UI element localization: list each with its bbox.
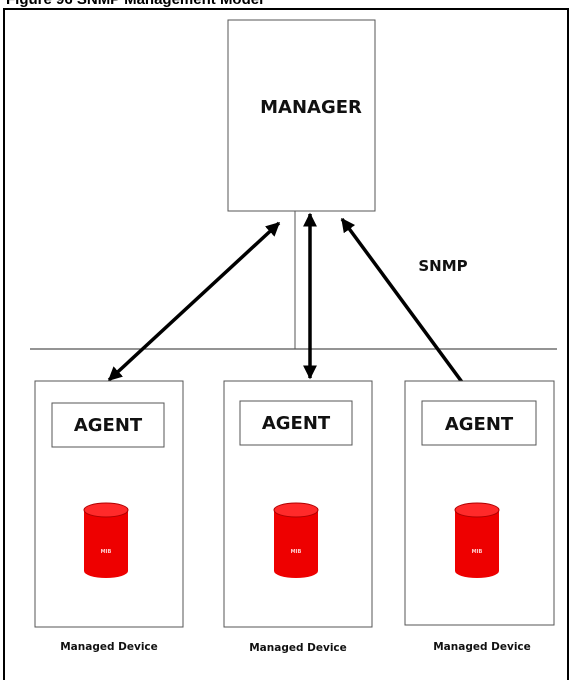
- agent-box: [51, 402, 165, 448]
- manager-label: MANAGER: [260, 97, 362, 118]
- mib-icon: MIB: [454, 502, 500, 578]
- agent-label: AGENT: [74, 415, 143, 436]
- mib-icon: MIB: [273, 502, 319, 578]
- managed-device-3: AGENT MIB Managed Device: [404, 380, 555, 653]
- agent-box: [421, 400, 537, 446]
- mib-label: MIB: [472, 549, 483, 555]
- managed-device-1: AGENT MIB Managed Device: [34, 380, 184, 653]
- snmp-label: SNMP: [418, 257, 467, 275]
- agent-label: AGENT: [445, 414, 514, 435]
- snmp-arrow-left: [107, 221, 281, 382]
- device-label: Managed Device: [60, 641, 158, 653]
- mib-icon: MIB: [83, 502, 129, 578]
- mib-label: MIB: [101, 549, 112, 555]
- manager-box: [227, 19, 376, 212]
- device-label: Managed Device: [249, 642, 347, 654]
- managed-device-2: AGENT MIB Managed Device: [223, 380, 373, 654]
- mib-label: MIB: [291, 549, 302, 555]
- figure-title: Figure 96 SNMP Management Model: [6, 0, 263, 8]
- snmp-arrow-right: [340, 217, 475, 399]
- agent-box: [239, 400, 353, 446]
- device-label: Managed Device: [433, 641, 531, 653]
- agent-label: AGENT: [262, 413, 331, 434]
- figure-frame: [3, 8, 569, 680]
